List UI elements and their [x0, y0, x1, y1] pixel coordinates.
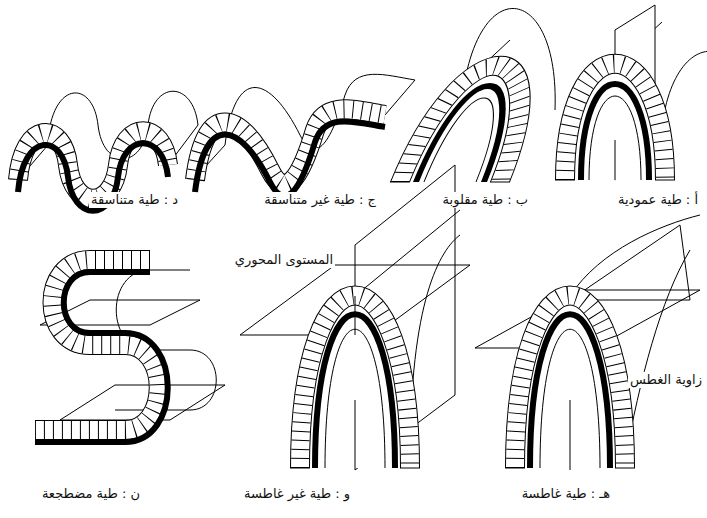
figure-caption: أ : طية عمودية — [616, 192, 700, 208]
non-plunging-fold — [240, 165, 470, 470]
figure-caption: ب : طية مقلوبة — [441, 192, 530, 208]
recumbent-fold — [35, 260, 225, 442]
figure-caption: هـ : طية غاطسة — [520, 486, 612, 502]
figure-caption: د : طية متناسقة — [89, 192, 180, 208]
figure-caption: و : طية غير غاطسة — [242, 486, 352, 502]
part-label: المستوى المحوري — [233, 252, 335, 268]
overturned-fold — [390, 8, 557, 182]
plunging-fold — [475, 215, 700, 470]
figure-caption: ج : طية غير متناسقة — [262, 192, 378, 208]
symmetric-fold — [18, 91, 198, 211]
figure-caption: ن : طية مضطجعة — [40, 486, 142, 502]
asymmetric-fold — [195, 74, 415, 196]
vertical-fold — [555, 5, 707, 180]
part-label: زاوية الغطس — [628, 372, 704, 388]
